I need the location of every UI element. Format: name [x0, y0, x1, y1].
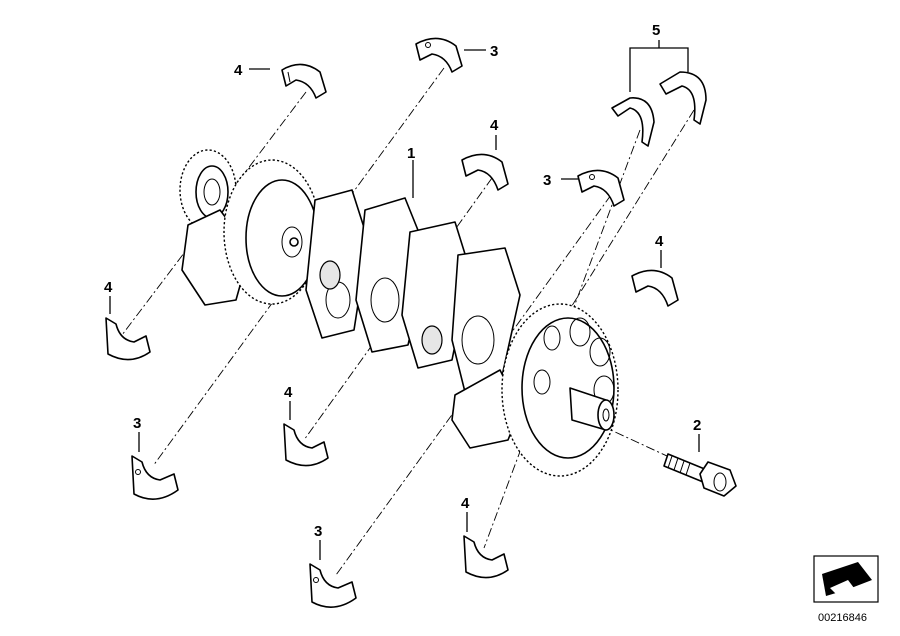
label-part-4: 4: [284, 384, 293, 401]
bearing-shell: [461, 153, 509, 191]
bearing-shell: [131, 455, 179, 500]
bearing-shell: [577, 169, 625, 207]
label-part-4: 4: [655, 233, 664, 250]
label-part-3: 3: [314, 523, 322, 540]
crankshaft: [179, 149, 619, 477]
thrust-washers: [611, 71, 707, 147]
label-part-2: 2: [693, 417, 701, 434]
label-part-4: 4: [234, 62, 243, 79]
bearing-shell: [283, 423, 329, 467]
label-part-4: 4: [461, 495, 470, 512]
thrust-washer: [659, 71, 707, 125]
bearing-shell: [631, 269, 679, 307]
bearing-shell: [309, 563, 357, 608]
bearing-shell: [105, 317, 151, 361]
bearing-shell: [415, 37, 463, 73]
label-part-5: 5: [652, 22, 660, 39]
label-part-4: 4: [490, 117, 499, 134]
bearing-shell: [463, 535, 509, 579]
document-number: 00216846: [818, 612, 867, 624]
part-labels: 4 3 5 1 4 3 4 4 4 3 2 4 3: [104, 22, 701, 540]
thrust-washer: [611, 97, 655, 147]
label-part-3: 3: [543, 172, 551, 189]
label-part-1: 1: [407, 145, 415, 162]
bearing-shells: [105, 37, 679, 608]
bearing-shell: [281, 63, 327, 99]
callout-lines: [109, 40, 700, 560]
bolt: [663, 453, 737, 497]
reference-symbol: [813, 555, 879, 603]
label-part-3: 3: [133, 415, 141, 432]
label-part-4: 4: [104, 279, 113, 296]
label-part-3: 3: [490, 43, 498, 60]
